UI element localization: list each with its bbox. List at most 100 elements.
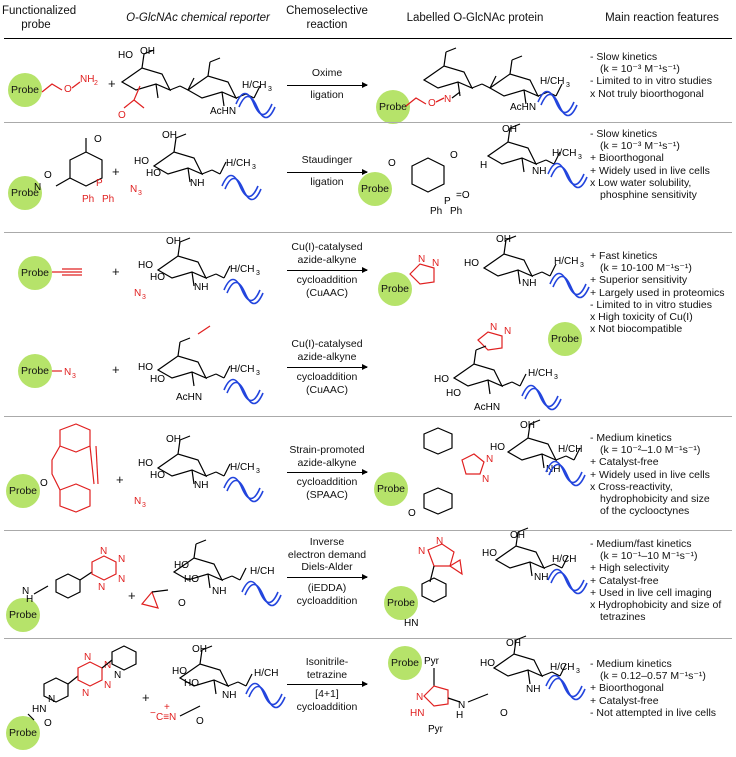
- svg-text:HO: HO: [464, 258, 479, 269]
- svg-text:O: O: [44, 170, 52, 181]
- svg-text:NH: NH: [80, 74, 94, 85]
- svg-text:OH: OH: [166, 236, 181, 247]
- svg-text:H/CH: H/CH: [554, 256, 578, 267]
- header-reaction: Chemoselective reaction: [286, 5, 368, 31]
- svg-text:3: 3: [256, 370, 260, 377]
- svg-text:HO: HO: [184, 574, 199, 585]
- svg-text:NH: NH: [222, 690, 236, 701]
- svg-text:N: N: [134, 496, 141, 507]
- svg-text:2: 2: [94, 80, 98, 87]
- reaction-arrow: [287, 169, 368, 175]
- svg-text:N: N: [444, 94, 451, 105]
- svg-text:N: N: [134, 288, 141, 299]
- svg-text:3: 3: [142, 502, 146, 509]
- svg-text:HO: HO: [150, 272, 165, 283]
- features-list: + Fast kinetics (k = 10-100 M⁻¹s⁻¹) + Su…: [590, 250, 725, 336]
- aminooxy-linker: O NH 2: [41, 74, 98, 95]
- svg-text:O: O: [500, 708, 508, 719]
- svg-text:AcHN: AcHN: [176, 392, 202, 403]
- reaction-arrow: [287, 469, 368, 475]
- svg-text:3: 3: [72, 373, 76, 380]
- svg-text:3: 3: [268, 86, 272, 93]
- svg-text:H/CH: H/CH: [540, 76, 564, 87]
- svg-text:HO: HO: [490, 442, 505, 453]
- svg-text:O: O: [40, 478, 48, 489]
- svg-text:NH: NH: [526, 684, 540, 695]
- svg-text:O: O: [178, 598, 186, 609]
- svg-text:N: N: [114, 670, 121, 681]
- svg-text:N: N: [490, 322, 497, 333]
- svg-text:O: O: [428, 98, 436, 109]
- svg-text:H/CH: H/CH: [250, 566, 274, 577]
- svg-text:NH: NH: [534, 572, 548, 583]
- svg-text:Ph: Ph: [82, 194, 94, 205]
- svg-text:−: −: [150, 708, 156, 719]
- svg-text:NH: NH: [194, 480, 208, 491]
- svg-text:H: H: [456, 710, 463, 721]
- svg-text:NH: NH: [546, 464, 560, 475]
- svg-text:H/CH: H/CH: [242, 80, 266, 91]
- iedda-product: N N HN OH HO NH H/CH: [404, 527, 588, 629]
- svg-text:H: H: [26, 594, 33, 605]
- probe-bubble: Probe: [388, 646, 422, 680]
- svg-text:OH: OH: [502, 124, 517, 135]
- reaction-label: Isonitrile-tetrazine: [305, 656, 349, 681]
- svg-text:H: H: [480, 160, 487, 171]
- svg-text:N: N: [418, 546, 425, 557]
- svg-text:N: N: [82, 688, 89, 699]
- svg-text:H/CH: H/CH: [550, 662, 574, 673]
- svg-text:AcHN: AcHN: [210, 106, 236, 117]
- svg-text:H/CH: H/CH: [528, 368, 552, 379]
- phosphine-probe: O N O P Ph Ph: [34, 134, 114, 205]
- probe-bubble: Probe: [548, 322, 582, 356]
- header-product: Labelled O-GlcNAc protein: [406, 12, 544, 24]
- reaction-label: Oxime: [311, 67, 343, 79]
- svg-text:O: O: [196, 716, 204, 727]
- features-list: - Slow kinetics (k = 10⁻³ M⁻¹s⁻¹) - Limi…: [590, 51, 712, 100]
- probe-bubble: Probe: [358, 172, 392, 206]
- svg-text:N: N: [22, 586, 29, 597]
- probe-bubble: Probe: [8, 73, 42, 107]
- svg-text:OH: OH: [162, 130, 177, 141]
- svg-text:3: 3: [580, 262, 584, 269]
- svg-text:=O: =O: [456, 190, 470, 201]
- svg-text:HO: HO: [434, 374, 449, 385]
- reaction-arrow: [287, 574, 368, 580]
- svg-text:N: N: [416, 692, 423, 703]
- svg-text:N: N: [482, 474, 489, 485]
- svg-text:NH: NH: [532, 166, 546, 177]
- svg-text:N: N: [504, 326, 511, 337]
- features-list: - Slow kinetics (k = 10⁻³ M⁻¹s⁻¹) + Bioo…: [590, 128, 710, 202]
- svg-text:Ph: Ph: [430, 206, 442, 217]
- svg-text:N: N: [432, 258, 439, 269]
- svg-text:3: 3: [256, 270, 260, 277]
- svg-text:OH: OH: [192, 644, 207, 655]
- svg-text:OH: OH: [140, 46, 155, 57]
- svg-text:N: N: [130, 184, 137, 195]
- svg-text:N: N: [104, 660, 111, 671]
- svg-text:N: N: [436, 536, 443, 547]
- svg-text:N: N: [104, 680, 111, 691]
- svg-text:3: 3: [252, 164, 256, 171]
- svg-text:H/CH: H/CH: [230, 462, 254, 473]
- svg-text:N: N: [84, 652, 91, 663]
- svg-text:O: O: [118, 110, 126, 121]
- svg-text:AcHN: AcHN: [510, 102, 536, 113]
- svg-text:N: N: [118, 574, 125, 585]
- reaction-arrow: [287, 267, 368, 273]
- svg-text:HO: HO: [134, 156, 149, 167]
- svg-text:N: N: [118, 554, 125, 565]
- svg-text:N: N: [418, 254, 425, 265]
